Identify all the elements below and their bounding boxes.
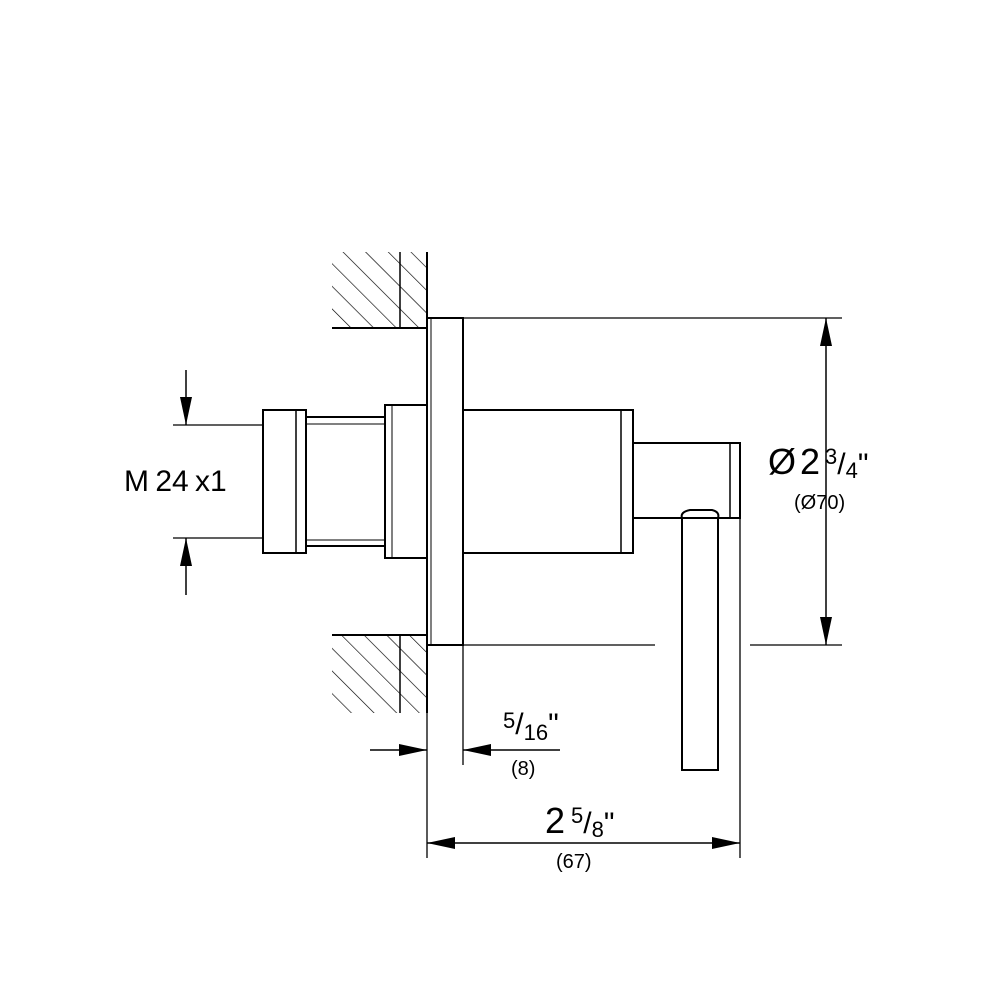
thread-nut [262,409,307,554]
handle-lever [680,509,720,771]
diameter-den: 4 [845,458,858,483]
flange-slash: / [515,708,524,741]
arrowhead-thread-bottom [180,538,192,566]
diameter-metric: (Ø70) [794,492,846,514]
flange-thickness-metric: (8) [511,758,536,780]
flange-inch: " [548,708,559,741]
valve-body [384,404,428,559]
arrowhead-depth-left [427,837,455,849]
diameter-symbol: Ø [768,441,797,482]
depth-slash: / [583,807,592,840]
flange-thickness-label: 5/16" [503,708,559,744]
depth-inch: " [603,807,615,840]
wall-section-bottom [332,634,428,713]
arrowhead-flange-left [399,744,427,756]
flange-num: 5 [503,708,516,733]
depth-whole: 2 [545,800,566,841]
handle-hub [633,442,741,519]
wall-flange [426,317,464,646]
wall-section-top [332,252,428,329]
arrowhead-depth-right [712,837,740,849]
depth-num: 5 [571,803,584,828]
diameter-slash: / [837,448,846,481]
depth-den: 8 [591,817,604,842]
diameter-whole: 2 [800,441,821,482]
arrowhead-thread-top [180,397,192,425]
arrowhead-diameter-top [820,318,832,346]
flange-den: 16 [523,720,549,745]
arrowhead-diameter-bottom [820,617,832,645]
diameter-inch: " [857,448,869,481]
front-sleeve [462,409,634,554]
depth-metric: (67) [556,851,592,873]
thread-size-label: M 24 x1 [124,465,227,498]
arrowhead-flange-right [463,744,491,756]
diameter-num: 3 [825,444,838,469]
